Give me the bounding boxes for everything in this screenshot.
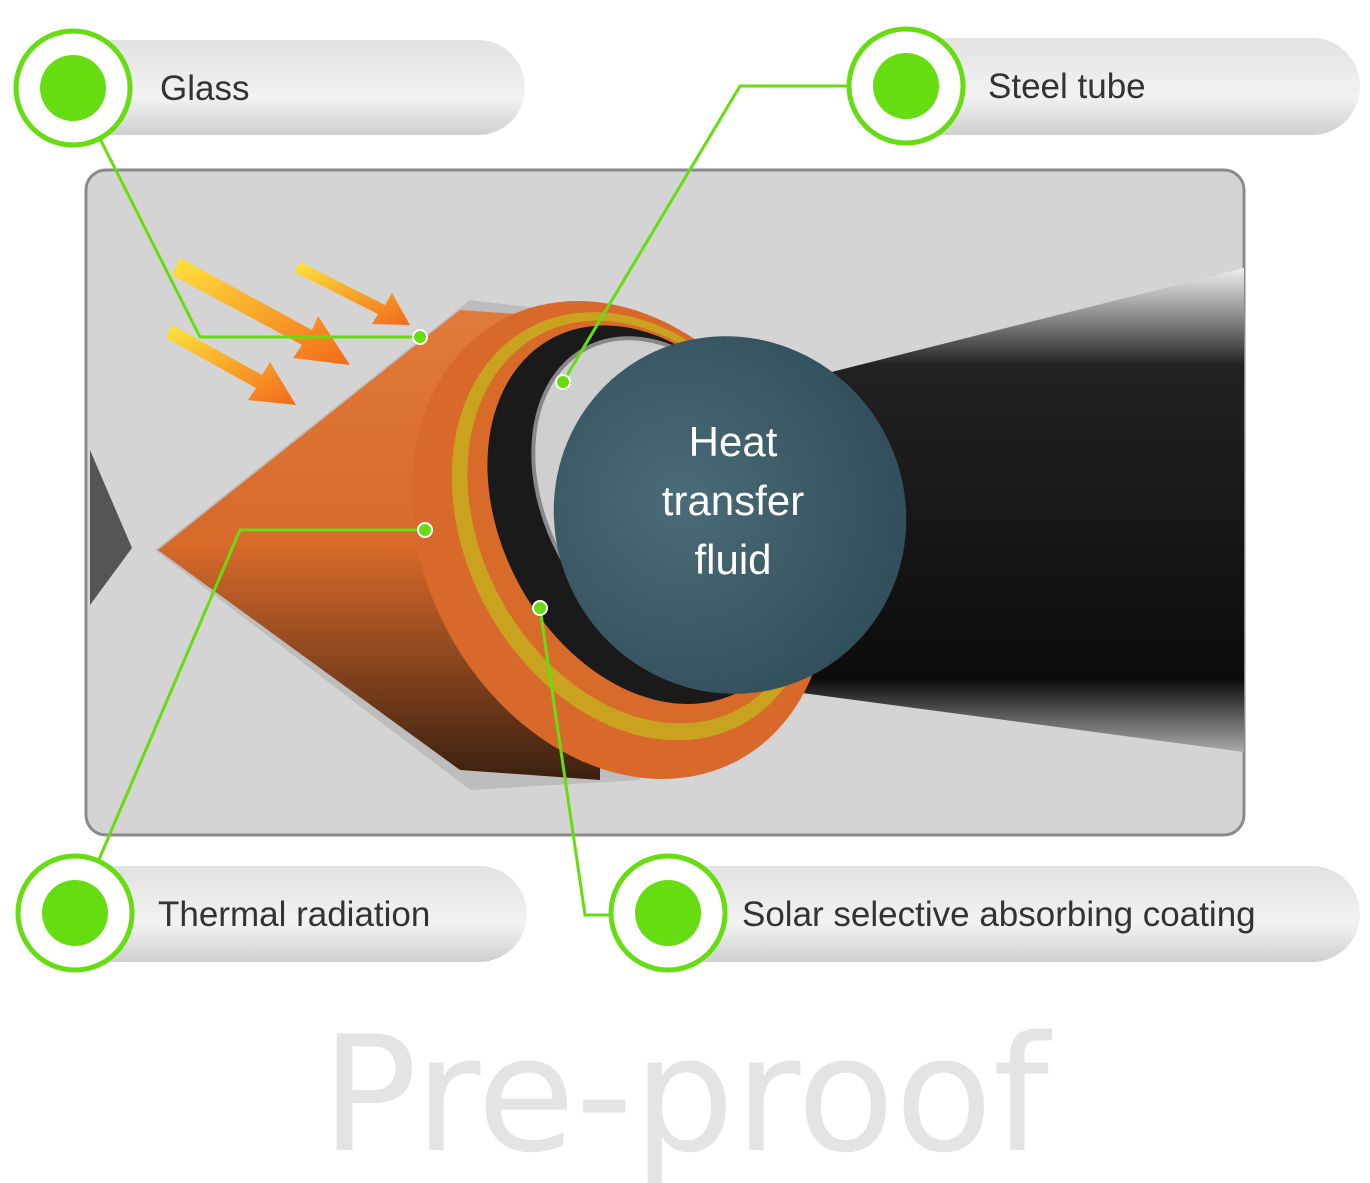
steel-tube-leader	[561, 84, 850, 383]
glass-leader	[86, 114, 420, 339]
thermal-radiation-point	[417, 522, 433, 538]
glass-point	[412, 329, 428, 345]
coating-label-text: Solar selective absorbing coating	[742, 895, 1256, 934]
steel-tube-label-text: Steel tube	[988, 67, 1146, 106]
steel-tube-body	[760, 268, 1244, 752]
heat-transfer-fluid-label-line-3: fluid	[694, 536, 771, 583]
thermal-radiation-label-text: Thermal radiation	[158, 895, 430, 934]
label-steel-tube: Steel tube	[846, 26, 1360, 146]
watermark: Pre-proof	[321, 1001, 1053, 1183]
thermal-radiation-leader	[86, 528, 425, 886]
heat-transfer-fluid-disk	[553, 336, 907, 694]
coating-point	[532, 600, 548, 616]
label-thermal-radiation: Thermal radiation	[15, 853, 527, 973]
heat-transfer-fluid-label-line-2: transfer	[662, 477, 804, 524]
arrow-icon	[166, 325, 296, 405]
arrow-icon	[294, 262, 410, 325]
coating-leader	[538, 607, 612, 917]
label-coating: Solar selective absorbing coating	[608, 853, 1360, 973]
heat-transfer-fluid-label-line-1: Heat	[689, 418, 778, 465]
steel-tube-point	[555, 374, 571, 390]
adjacent-tube-tip	[90, 450, 132, 605]
glass-label-text: Glass	[160, 69, 249, 108]
leader-lines	[86, 84, 850, 917]
label-glass: Glass	[13, 28, 525, 148]
